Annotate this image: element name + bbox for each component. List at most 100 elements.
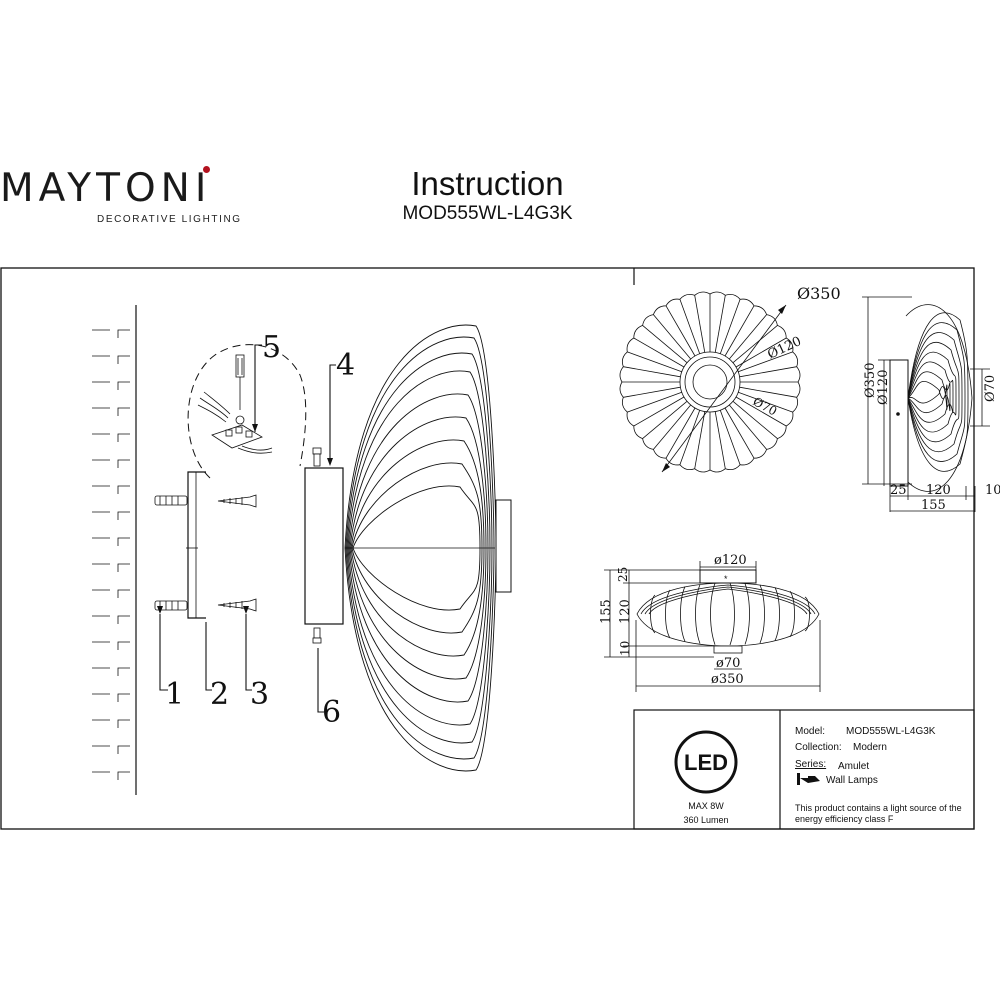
shade-cap — [495, 499, 512, 593]
wall-lamp-icon — [797, 773, 820, 785]
profile-dim-350: Ø350 — [863, 363, 878, 398]
terminal-block — [211, 424, 273, 454]
bottom-view-shade — [636, 582, 820, 647]
disc-rib — [665, 407, 696, 459]
profile-base — [889, 359, 909, 487]
model-label: Model: — [795, 726, 826, 737]
hatch-mark — [117, 433, 130, 442]
outer-frame — [0, 267, 975, 830]
collection-label: Collection: — [795, 742, 842, 753]
disc-rib — [738, 351, 793, 373]
profile-rib — [907, 361, 954, 423]
callout-2: 2 — [210, 677, 229, 712]
disc-rib — [739, 366, 797, 378]
hatch-mark — [117, 719, 130, 728]
front-dim-70: Ø70 — [751, 394, 780, 418]
disc-rib — [679, 410, 701, 465]
wall-hatch — [92, 329, 130, 780]
disc-scalloped-edge — [619, 291, 801, 473]
power-rating: MAX 8W — [688, 801, 724, 811]
disc-rib — [633, 396, 685, 427]
disc-rib — [732, 325, 778, 364]
profile-dim-120b: 120 — [926, 483, 951, 498]
bottom-inner-curve — [648, 588, 808, 615]
bottom-rib — [665, 589, 671, 639]
callout-5: 5 — [262, 330, 281, 365]
brand-name: MAYTONI — [0, 166, 212, 211]
callout-1: 1 — [165, 677, 184, 712]
bolt-top — [312, 447, 322, 467]
mounting-base — [304, 467, 344, 625]
profile-rib — [907, 381, 948, 410]
callout-3: 3 — [250, 677, 269, 712]
side-profile-view — [905, 304, 973, 492]
disc-rib — [627, 351, 682, 373]
bottom-dim-155: 155 — [599, 599, 614, 624]
led-badge-text: LED — [684, 750, 728, 775]
bottom-dim-120b: 120 — [618, 599, 633, 624]
bottom-rib — [804, 596, 810, 632]
disc-rib — [623, 386, 681, 398]
profile-rib — [907, 371, 951, 413]
spec-panel-frame — [633, 709, 975, 830]
bottom-dim-120: ø120 — [714, 553, 747, 568]
hatch-mark — [117, 563, 130, 572]
disc-rib — [679, 299, 701, 354]
disc-ring-70 — [692, 364, 728, 400]
profile-dim-120: Ø120 — [876, 370, 891, 405]
bottom-rib — [744, 583, 750, 645]
disc-rib — [735, 396, 787, 427]
front-dim-120: Ø120 — [765, 334, 803, 363]
screw-bottom — [217, 598, 257, 612]
screw-top — [217, 494, 257, 508]
disc-rib — [627, 391, 682, 413]
hatch-mark — [117, 641, 130, 650]
model-heading: MOD555WL-L4G3K — [402, 203, 573, 224]
disc-rib — [642, 325, 688, 364]
hatch-mark — [117, 693, 130, 702]
brand-dot — [203, 166, 210, 173]
disc-rib — [719, 299, 741, 354]
disc-rib — [738, 391, 793, 413]
disc-rib — [623, 366, 681, 378]
bolt-bottom — [312, 627, 322, 644]
bottom-dim-lines — [604, 561, 821, 692]
callout-4: 4 — [336, 348, 355, 383]
profile-rib — [907, 312, 969, 472]
disc-rib — [694, 411, 706, 469]
disc-rib — [732, 400, 778, 439]
bottom-rib — [710, 583, 716, 645]
bottom-outline — [636, 582, 820, 647]
disc-ring-120 — [679, 351, 741, 413]
wires-icon — [197, 391, 231, 423]
callout-6: 6 — [322, 695, 341, 730]
disc-rib — [739, 386, 797, 398]
profile-rib — [907, 351, 957, 433]
disc-rib — [665, 305, 696, 357]
profile-rib — [907, 341, 960, 443]
energy-note-line1: This product contains a light source of … — [795, 803, 962, 813]
disc-rib — [719, 410, 741, 465]
disc-rib — [653, 404, 692, 450]
profile-dim-25: 25 — [890, 483, 907, 498]
hatch-mark — [117, 667, 130, 676]
disc-rib — [653, 314, 692, 360]
bottom-rib — [759, 584, 765, 644]
hatch-mark — [117, 771, 130, 780]
screwdriver-icon — [235, 354, 245, 425]
energy-note-line2: energy efficiency class F — [795, 814, 894, 824]
disc-rib — [724, 407, 755, 459]
detail-bubble — [187, 344, 307, 479]
disc-rib — [735, 337, 787, 368]
bottom-dim-10: 10 — [618, 641, 632, 656]
model-value: MOD555WL-L4G3K — [846, 726, 936, 737]
callout-leaders — [159, 344, 336, 713]
bottom-rib — [789, 590, 795, 638]
hatch-mark — [117, 329, 130, 338]
lamp-type: Wall Lamps — [826, 775, 878, 786]
series-value: Amulet — [838, 761, 870, 772]
page-title: Instruction — [411, 165, 564, 202]
hatch-mark — [117, 355, 130, 364]
bottom-dim-70: ø70 — [716, 656, 740, 671]
